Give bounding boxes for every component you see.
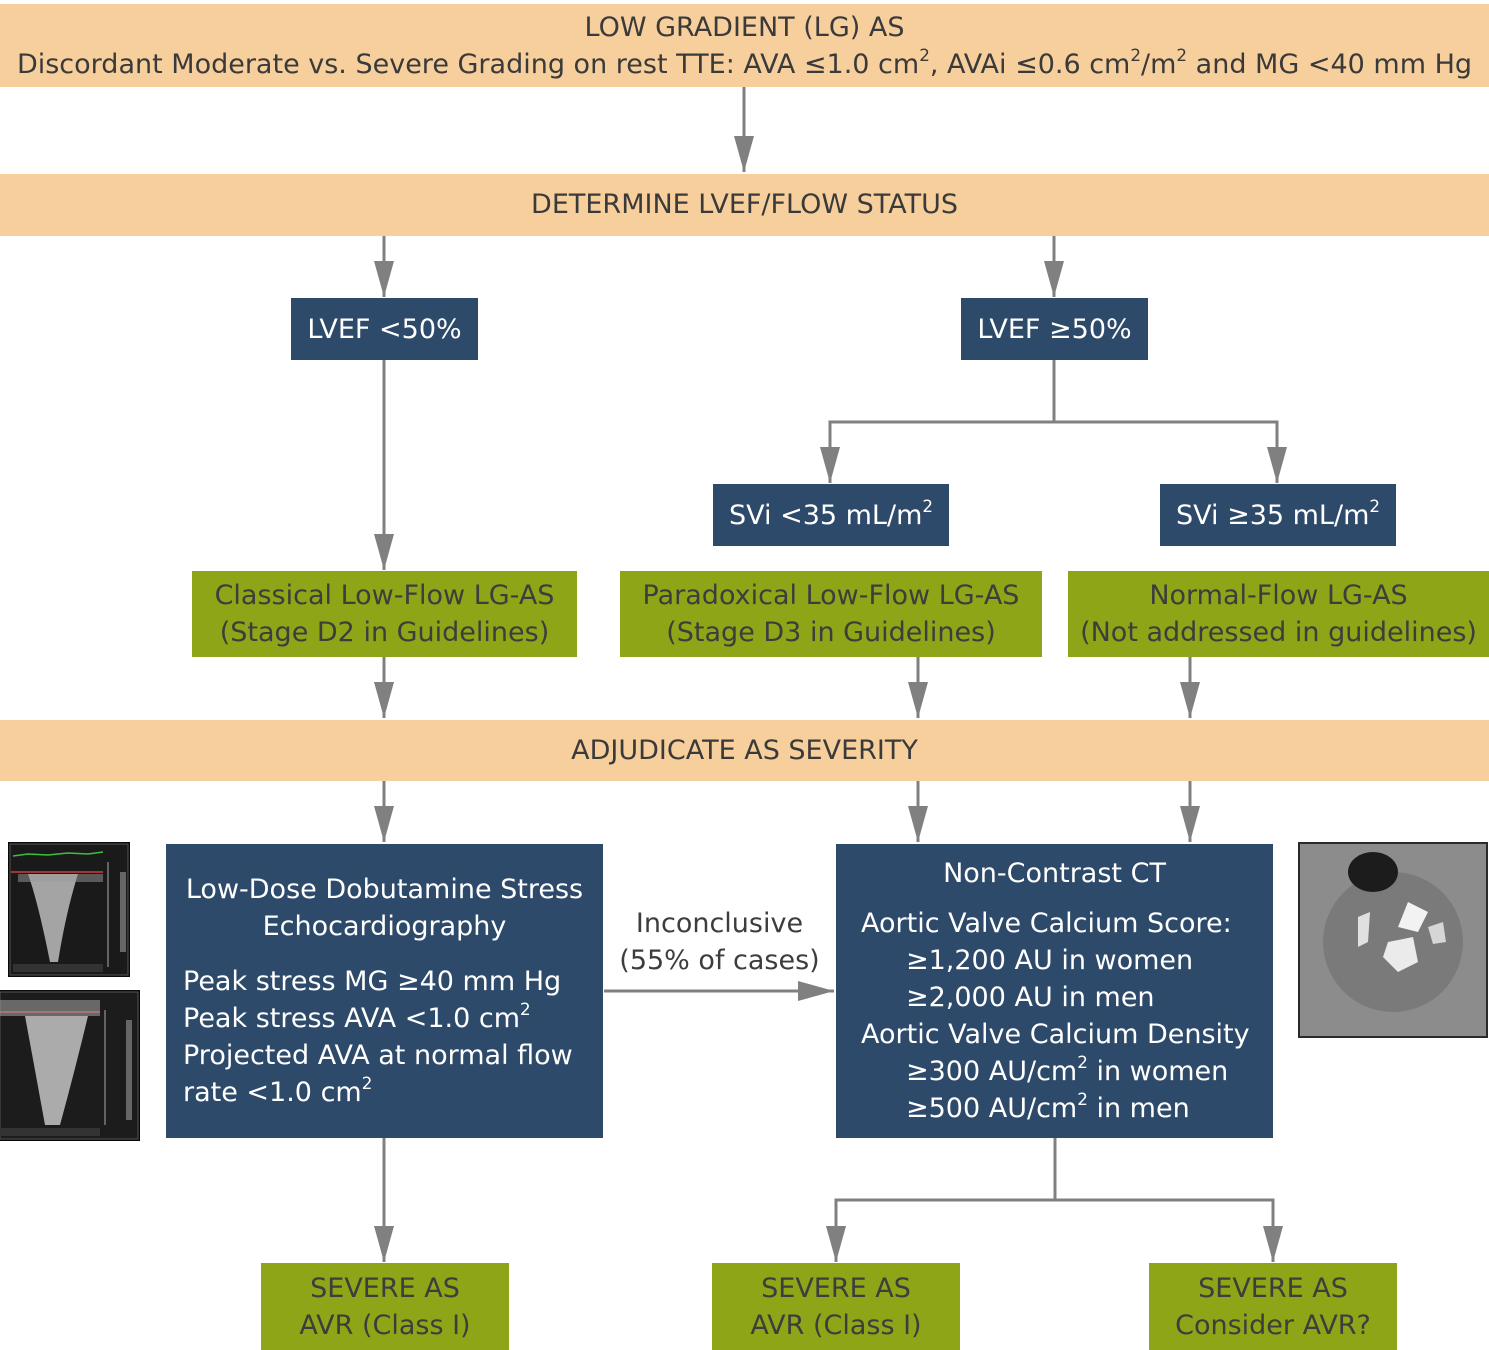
severe-as-mid-box: SEVERE AS AVR (Class I) (712, 1263, 960, 1350)
ct-score-men: ≥2,000 AU in men (906, 982, 1155, 1013)
ct-box: Non-Contrast CT Aortic Valve Calcium Sco… (836, 844, 1273, 1138)
ct-density-men: ≥500 AU/cm2 in men (906, 1089, 1190, 1124)
paradoxical-lowflow-box: Paradoxical Low-Flow LG-AS (Stage D3 in … (620, 571, 1042, 657)
severe-as-left-box: SEVERE AS AVR (Class I) (261, 1263, 509, 1350)
classical-lowflow-box: Classical Low-Flow LG-AS (Stage D2 in Gu… (192, 571, 577, 657)
severe-as-mid-action: AVR (Class I) (750, 1309, 922, 1341)
dse-criterion-ava: Peak stress AVA <1.0 cm2 (183, 999, 531, 1034)
normalflow-note: (Not addressed in guidelines) (1080, 617, 1477, 648)
paradoxical-stage: (Stage D3 in Guidelines) (666, 617, 996, 648)
severe-as-right-title: SEVERE AS (1198, 1272, 1348, 1304)
severe-as-right-action: Consider AVR? (1175, 1309, 1371, 1341)
lvef-low-box: LVEF <50% (291, 298, 478, 360)
severe-as-mid-title: SEVERE AS (761, 1272, 911, 1304)
adjudicate-label: ADJUDICATE AS SEVERITY (571, 735, 918, 766)
arrow-ct-to-severe-mid (826, 1138, 1057, 1262)
ct-density-women: ≥300 AU/cm2 in women (906, 1052, 1229, 1087)
classical-title: Classical Low-Flow LG-AS (214, 580, 555, 611)
severe-as-right-box: SEVERE AS Consider AVR? (1149, 1263, 1397, 1350)
doppler-image-stress (0, 990, 140, 1141)
normalflow-box: Normal-Flow LG-AS (Not addressed in guid… (1068, 571, 1489, 657)
dse-criterion-projected-1: Projected AVA at normal flow (183, 1040, 573, 1071)
header-title: LOW GRADIENT (LG) AS (584, 12, 905, 43)
determine-flow-band: DETERMINE LVEF/FLOW STATUS (0, 174, 1489, 236)
svi-high-box: SVi ≥35 mL/m2 (1160, 484, 1396, 546)
lvef-high-label: LVEF ≥50% (977, 313, 1132, 345)
arrow-lvef-high-to-svi-high (1054, 420, 1287, 483)
ct-density-title: Aortic Valve Calcium Density (861, 1019, 1250, 1050)
svi-high-label: SVi ≥35 mL/m2 (1175, 495, 1381, 531)
severe-as-left-action: AVR (Class I) (299, 1309, 471, 1341)
dse-title-2: Echocardiography (262, 911, 507, 942)
ct-calcium-image (1298, 842, 1488, 1038)
lvef-high-box: LVEF ≥50% (961, 298, 1148, 360)
paradoxical-title: Paradoxical Low-Flow LG-AS (642, 580, 1020, 611)
doppler-image-rest (8, 842, 130, 977)
dse-box: Low-Dose Dobutamine Stress Echocardiogra… (166, 844, 603, 1138)
ct-score-title: Aortic Valve Calcium Score: (861, 908, 1232, 939)
inconclusive-label: Inconclusive (55% of cases) (619, 908, 820, 976)
classical-stage: (Stage D2 in Guidelines) (219, 617, 550, 648)
dse-title-1: Low-Dose Dobutamine Stress (185, 874, 584, 905)
determine-flow-label: DETERMINE LVEF/FLOW STATUS (531, 189, 958, 220)
ct-score-women: ≥1,200 AU in women (906, 945, 1194, 976)
svi-low-label: SVi <35 mL/m2 (728, 495, 934, 531)
lvef-low-label: LVEF <50% (307, 313, 462, 345)
svi-low-box: SVi <35 mL/m2 (713, 484, 949, 546)
header-criteria: Discordant Moderate vs. Severe Grading o… (16, 45, 1473, 80)
ct-title: Non-Contrast CT (943, 858, 1166, 889)
dse-criterion-projected-2: rate <1.0 cm2 (183, 1073, 373, 1108)
dse-criterion-mg: Peak stress MG ≥40 mm Hg (183, 966, 562, 997)
adjudicate-band: ADJUDICATE AS SEVERITY (0, 720, 1489, 781)
arrow-lvef-high-to-svi-low (820, 359, 1056, 483)
severe-as-left-title: SEVERE AS (310, 1272, 460, 1304)
header-band: LOW GRADIENT (LG) AS Discordant Moderate… (0, 4, 1489, 87)
arrow-ct-to-severe-right (1055, 1198, 1283, 1262)
normalflow-title: Normal-Flow LG-AS (1149, 580, 1408, 611)
